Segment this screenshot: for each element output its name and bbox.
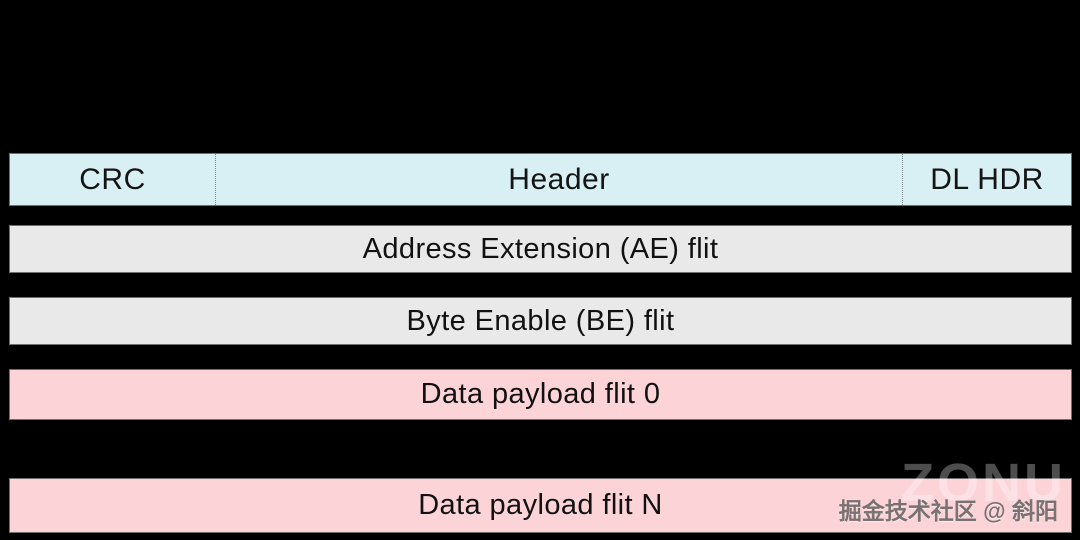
header-segment-header: Header <box>216 154 903 205</box>
byte-enable-flit-row: Byte Enable (BE) flit <box>9 297 1072 345</box>
address-extension-flit-label: Address Extension (AE) flit <box>362 232 719 265</box>
data-payload-flit-0-row: Data payload flit 0 <box>9 369 1072 420</box>
data-payload-flit-n-row: Data payload flit N <box>9 478 1072 533</box>
byte-enable-flit-label: Byte Enable (BE) flit <box>406 304 675 337</box>
header-segment-crc: CRC <box>10 154 216 205</box>
address-extension-flit-row: Address Extension (AE) flit <box>9 225 1072 273</box>
data-payload-flit-n-label: Data payload flit N <box>418 489 663 521</box>
header-flit-row: CRC Header DL HDR <box>9 153 1072 206</box>
data-payload-flit-0-label: Data payload flit 0 <box>420 378 661 410</box>
header-segment-dl-hdr: DL HDR <box>930 162 1044 196</box>
